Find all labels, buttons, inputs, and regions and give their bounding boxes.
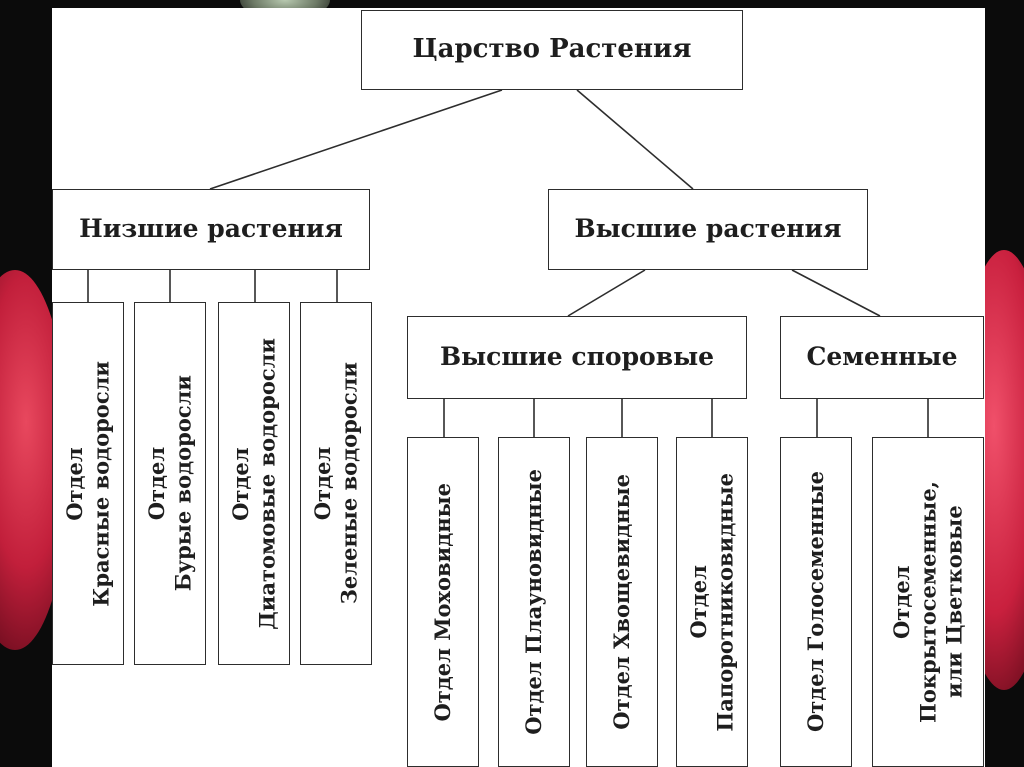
- slide-canvas: Царство Растения Низшие растения Высшие …: [52, 8, 985, 767]
- division-text: Отдел Папоротниковидные: [686, 473, 739, 732]
- spore-plants-box: Высшие споровые: [407, 316, 747, 399]
- higher-plants-box: Высшие растения: [548, 189, 868, 270]
- division-name: Отдел Хвощевидные: [608, 474, 634, 730]
- division-name: Отдел Голосеменные: [802, 471, 828, 733]
- spore-plants-label: Высшие споровые: [439, 342, 715, 372]
- division-name: Зеленые водоросли: [336, 362, 361, 605]
- division-angiosperms: Отдел Покрытосеменные, или Цветковые: [872, 437, 984, 767]
- root-label: Царство Растения: [412, 34, 692, 65]
- root-box: Царство Растения: [361, 10, 743, 90]
- division-name: Диатомовые водоросли: [254, 337, 279, 630]
- division-text: Отдел Хвощевидные: [609, 474, 635, 730]
- connector-lines: [87, 89, 929, 437]
- division-name: Покрытосеменные,: [914, 481, 940, 723]
- lower-plants-box: Низшие растения: [52, 189, 370, 270]
- higher-plants-label: Высшие растения: [574, 214, 842, 244]
- division-text: Отдел Диатомовые водоросли: [228, 338, 281, 630]
- division-brown-algae: Отдел Бурые водоросли: [134, 302, 206, 665]
- division-name: Отдел Плауновидные: [520, 469, 546, 735]
- division-word: Отдел: [309, 446, 335, 521]
- division-text: Отдел Зеленые водоросли: [310, 362, 363, 604]
- connector-root-higher: [576, 89, 694, 190]
- division-name: Бурые водоросли: [170, 375, 195, 592]
- division-text: Отдел Бурые водоросли: [144, 375, 197, 591]
- division-diatoms: Отдел Диатомовые водоросли: [218, 302, 290, 665]
- division-text: Отдел Покрытосеменные, или Цветковые: [889, 481, 968, 723]
- division-text: Отдел Моховидные: [430, 483, 456, 722]
- division-name: Красные водоросли: [88, 360, 113, 607]
- division-word: Отдел: [888, 565, 914, 639]
- division-text: Отдел Голосеменные: [803, 471, 829, 732]
- division-text: Отдел Красные водоросли: [62, 361, 115, 607]
- connector-root-lower: [209, 89, 503, 190]
- connector-higher-spore: [567, 269, 646, 317]
- division-name: Отдел Моховидные: [429, 482, 455, 722]
- division-red-algae: Отдел Красные водоросли: [52, 302, 124, 665]
- division-word: Отдел: [61, 446, 87, 521]
- seed-plants-label: Семенные: [806, 342, 958, 372]
- division-gymnosperms: Отдел Голосеменные: [780, 437, 852, 767]
- division-word: Отдел: [143, 446, 169, 521]
- division-name-alt: или Цветковые: [941, 505, 967, 699]
- division-mosses: Отдел Моховидные: [407, 437, 479, 767]
- division-text: Отдел Плауновидные: [521, 469, 547, 735]
- division-word: Отдел: [685, 565, 711, 639]
- division-word: Отдел: [227, 446, 253, 521]
- division-name: Папоротниковидные: [712, 472, 737, 732]
- lower-plants-label: Низшие растения: [79, 214, 343, 244]
- connector-higher-seed: [791, 269, 881, 317]
- division-horsetails: Отдел Хвощевидные: [586, 437, 658, 767]
- division-ferns: Отдел Папоротниковидные: [676, 437, 748, 767]
- division-green-algae: Отдел Зеленые водоросли: [300, 302, 372, 665]
- seed-plants-box: Семенные: [780, 316, 984, 399]
- division-lycophytes: Отдел Плауновидные: [498, 437, 570, 767]
